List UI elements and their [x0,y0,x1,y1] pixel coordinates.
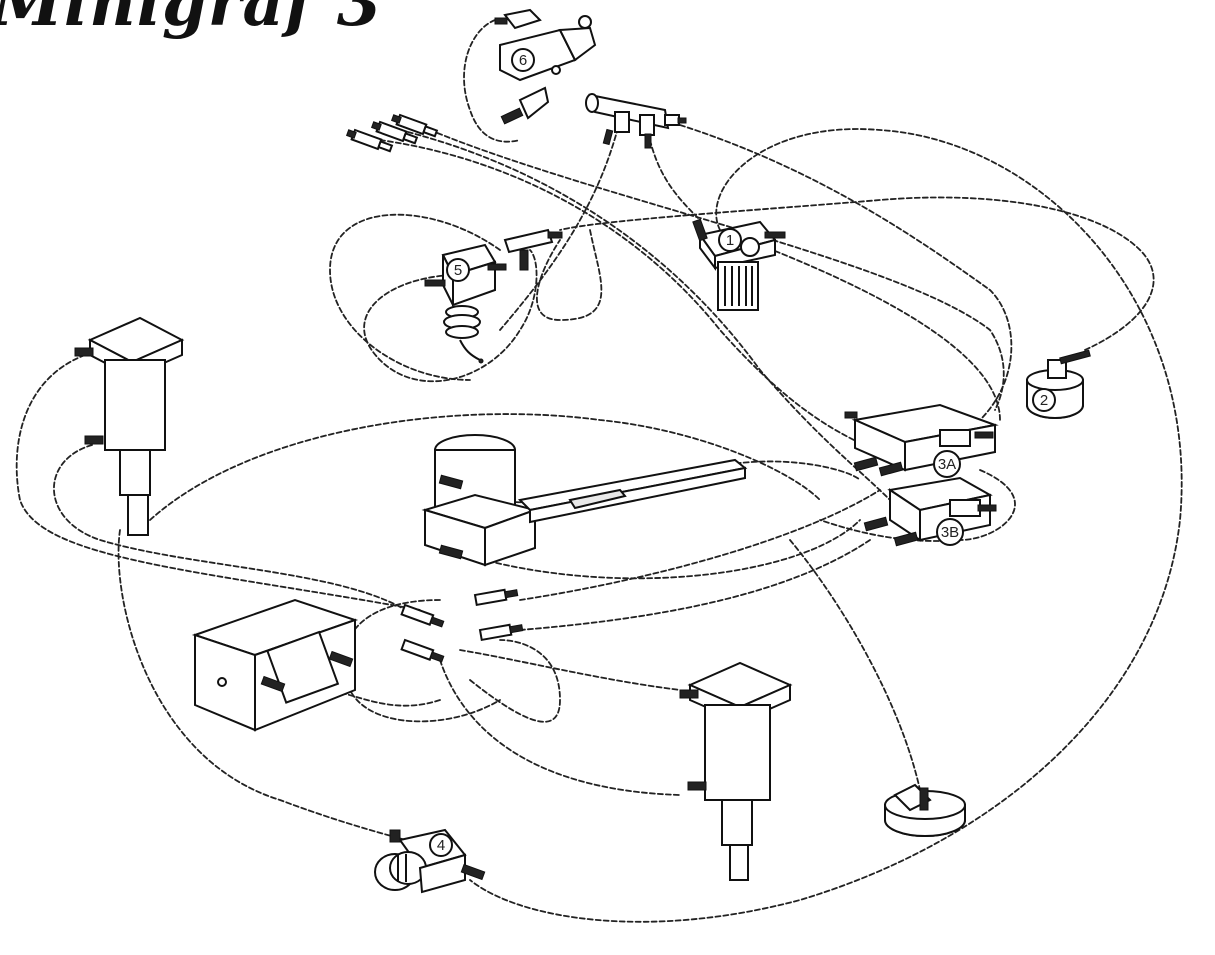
multi-fitting-assembly [345,113,439,153]
svg-text:3A: 3A [938,456,956,473]
callout-4: 4 [429,833,453,857]
linear-actuator-center [421,434,748,567]
valve-block-6 [494,8,597,125]
callout-6: 6 [511,48,535,72]
callout-5: 5 [446,258,470,282]
callout-2: 2 [1032,388,1056,412]
svg-text:4: 4 [437,837,445,854]
valve-manifold-3b [863,476,997,547]
svg-text:6: 6 [519,52,527,69]
diagram-title: Minigraf 3 [0,0,383,41]
tee-fitting [585,93,687,149]
hoses [15,19,1183,923]
svg-text:3B: 3B [941,524,959,541]
gripper-frame [191,598,359,732]
svg-text:2: 2 [1040,392,1048,409]
callout-3a: 3A [933,450,961,478]
vacuum-gripper [884,783,966,837]
pneumatic-cylinder-lower [679,661,793,881]
valve-assembly-5 [424,228,563,364]
callout-1: 1 [718,228,742,252]
flow-control-fittings [400,588,524,663]
pneumatic-cylinder-left [74,316,185,536]
regulator-4 [374,828,486,894]
valve-manifold-3a [844,403,999,477]
svg-text:5: 5 [454,262,462,279]
svg-text:1: 1 [726,232,734,249]
callout-3b: 3B [936,518,964,546]
